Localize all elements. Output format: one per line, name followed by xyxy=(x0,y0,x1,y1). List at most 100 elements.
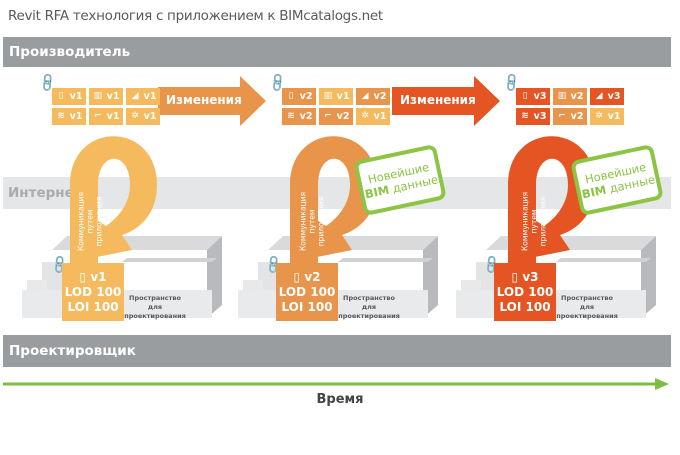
version-label: v1 xyxy=(143,91,157,102)
comm-line: путем xyxy=(307,209,317,234)
card-version: v1 xyxy=(90,269,107,284)
platform-ledge xyxy=(338,258,433,262)
comm-line: приложения xyxy=(316,196,326,247)
card-version-row: ▯ v2 xyxy=(294,270,321,285)
communication-label-2: Коммуникация путем приложения xyxy=(299,182,326,262)
version-label: v1 xyxy=(69,111,83,122)
component-tile: ▯ v2 xyxy=(282,88,316,105)
card-version-row: ▯ v3 xyxy=(512,270,539,285)
component-tile: ≋ v2 xyxy=(282,108,316,125)
fan-icon: ✲ xyxy=(361,111,369,121)
space-line: проектирования xyxy=(556,312,618,320)
faucet-icon: ⌐ xyxy=(324,111,332,121)
space-line: Пространство xyxy=(129,294,181,302)
window-icon: ▥ xyxy=(557,91,567,101)
version-label: v1 xyxy=(336,91,350,102)
faucet-icon: ⌐ xyxy=(94,111,102,121)
roof-icon: ≋ xyxy=(521,111,529,121)
door-icon: ▯ xyxy=(511,269,519,284)
fan-icon: ✲ xyxy=(595,111,603,121)
design-space-label-3: Пространство для проектирования xyxy=(556,294,618,321)
version-label: v2 xyxy=(299,91,313,102)
version-label: v1 xyxy=(69,91,83,102)
communication-label-1: Коммуникация путем приложения xyxy=(77,182,104,262)
roof-icon: ≋ xyxy=(287,111,295,121)
change-label-2: Изменения xyxy=(400,93,476,107)
band-manufacturer: Производитель xyxy=(3,37,671,67)
component-tile: ▯ v1 xyxy=(52,88,86,105)
component-tile: ▯ v3 xyxy=(516,88,550,105)
change-label-1: Изменения xyxy=(166,93,242,107)
version-label: v2 xyxy=(373,91,387,102)
component-tile: ◢ v3 xyxy=(590,88,624,105)
component-tile: ✲ v1 xyxy=(590,108,624,125)
door-icon: ▯ xyxy=(58,91,64,101)
door-icon: ▯ xyxy=(288,91,294,101)
roof-icon: ≋ xyxy=(57,111,65,121)
version-label: v2 xyxy=(299,111,313,122)
design-space-label-1: Пространство для проектирования xyxy=(124,294,186,321)
model-card-stage-3: ▯ v3 LOD 100 LOI 100 xyxy=(494,263,556,321)
timeline-arrow xyxy=(3,378,669,390)
stairs-icon: ◢ xyxy=(595,91,603,101)
component-tile: ◢ v1 xyxy=(126,88,160,105)
stairs-icon: ◢ xyxy=(361,91,369,101)
version-label: v1 xyxy=(106,111,120,122)
component-tile: ⌐ v1 xyxy=(89,108,123,125)
version-label: v3 xyxy=(607,91,621,102)
component-tile: ⌐v2 xyxy=(319,108,353,125)
component-tile: ✲ v1 xyxy=(356,108,390,125)
space-line: проектирования xyxy=(124,312,186,320)
version-label: v3 xyxy=(533,91,547,102)
window-icon: ▥ xyxy=(93,91,103,101)
component-tile: ⌐v2 xyxy=(553,108,587,125)
space-line: для xyxy=(147,303,163,311)
faucet-icon: ⌐ xyxy=(558,111,566,121)
comm-line: путем xyxy=(529,209,539,234)
space-line: Пространство xyxy=(561,294,613,302)
version-label: v1 xyxy=(143,111,157,122)
band-internet-label: Интернет xyxy=(8,185,82,201)
comm-line: приложения xyxy=(94,196,104,247)
comm-line: Коммуникация xyxy=(76,191,86,252)
version-label: v1 xyxy=(373,111,387,122)
band-internet: Интернет xyxy=(3,177,671,209)
comm-line: путем xyxy=(85,209,95,234)
card-lod: LOD 100 xyxy=(64,284,122,299)
bim-bold: BIM xyxy=(580,182,608,202)
component-tile: ▥v1 xyxy=(319,88,353,105)
space-line: для xyxy=(361,303,377,311)
card-loi: LOI 100 xyxy=(281,299,333,314)
stairs-icon: ◢ xyxy=(131,91,139,101)
card-lod: LOD 100 xyxy=(278,284,336,299)
component-tile: ≋ v1 xyxy=(52,108,86,125)
card-version: v3 xyxy=(522,269,539,284)
door-icon: ▯ xyxy=(79,269,87,284)
comm-line: приложения xyxy=(538,196,548,247)
window-icon: ▥ xyxy=(323,91,333,101)
door-icon: ▯ xyxy=(293,269,301,284)
platform-ledge xyxy=(556,258,651,262)
bim-bold: BIM xyxy=(363,182,391,202)
component-tile: ▥v2 xyxy=(553,88,587,105)
component-tile: ▥v1 xyxy=(89,88,123,105)
fan-icon: ✲ xyxy=(131,111,139,121)
card-version-row: ▯ v1 xyxy=(80,270,107,285)
comm-line: Коммуникация xyxy=(298,191,308,252)
version-label: v2 xyxy=(570,91,584,102)
card-lod: LOD 100 xyxy=(496,284,554,299)
communication-label-3: Коммуникация путем приложения xyxy=(521,182,548,262)
component-tile: ◢ v2 xyxy=(356,88,390,105)
card-loi: LOI 100 xyxy=(499,299,551,314)
band-designer: Проектировщик xyxy=(3,335,671,367)
component-tile: ✲ v1 xyxy=(126,108,160,125)
version-label: v1 xyxy=(607,111,621,122)
comm-line: Коммуникация xyxy=(520,191,530,252)
space-line: для xyxy=(579,303,595,311)
version-label: v1 xyxy=(106,91,120,102)
diagram-title: Revit RFA технология с приложением к BIM… xyxy=(8,8,383,24)
door-icon: ▯ xyxy=(522,91,528,101)
component-tiles-stage-1: ▯v1▥v1◢v1≋v1⌐v1✲v1 xyxy=(52,88,160,125)
space-line: проектирования xyxy=(338,312,400,320)
space-line: Пространство xyxy=(343,294,395,302)
